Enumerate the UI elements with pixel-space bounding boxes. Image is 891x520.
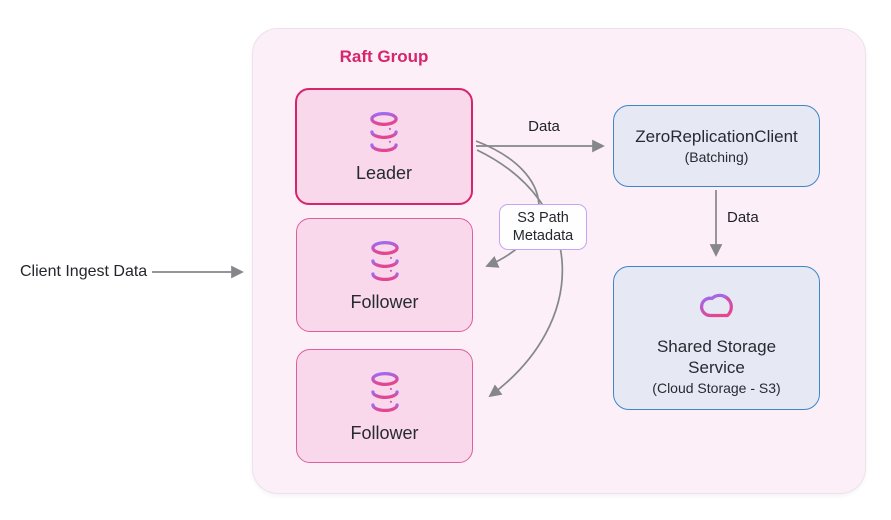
zrc-label: ZeroReplicationClient [635,127,798,146]
follower-top-label: Follower [350,291,419,312]
leader-label: Leader [355,163,413,183]
zrc-sublabel: (Batching) [684,149,749,165]
client-ingest-label: Client Ingest Data [20,263,148,280]
shared-storage-label: Shared Storage Service [656,336,777,377]
node-zero-replication-client: ZeroReplicationClient (Batching) [613,105,820,187]
node-follower-top: Follower [296,218,473,332]
s3-path-metadata-note: S3 Path Metadata [499,204,587,251]
database-icon [362,238,408,284]
node-shared-storage: Shared Storage Service (Cloud Storage - … [613,266,820,410]
database-icon [362,369,408,415]
database-icon [361,109,407,155]
node-follower-bottom: Follower [296,349,473,463]
node-leader: Leader [295,88,473,205]
raft-group-title: Raft Group [339,47,429,66]
edge-label-data-zrc-to-storage: Data [727,209,759,226]
shared-storage-sublabel: (Cloud Storage - S3) [652,380,781,397]
edge-leader-to-follower-top-arrow [475,140,540,268]
edge-leader-to-follower-bottom-arrow [476,149,564,398]
follower-bottom-label: Follower [350,422,419,443]
edge-label-data-leader-to-zrc: Data [528,118,560,135]
cloud-icon [694,280,740,326]
s3-note-line2: Metadata [512,228,574,245]
s3-note-line1: S3 Path [517,210,569,226]
